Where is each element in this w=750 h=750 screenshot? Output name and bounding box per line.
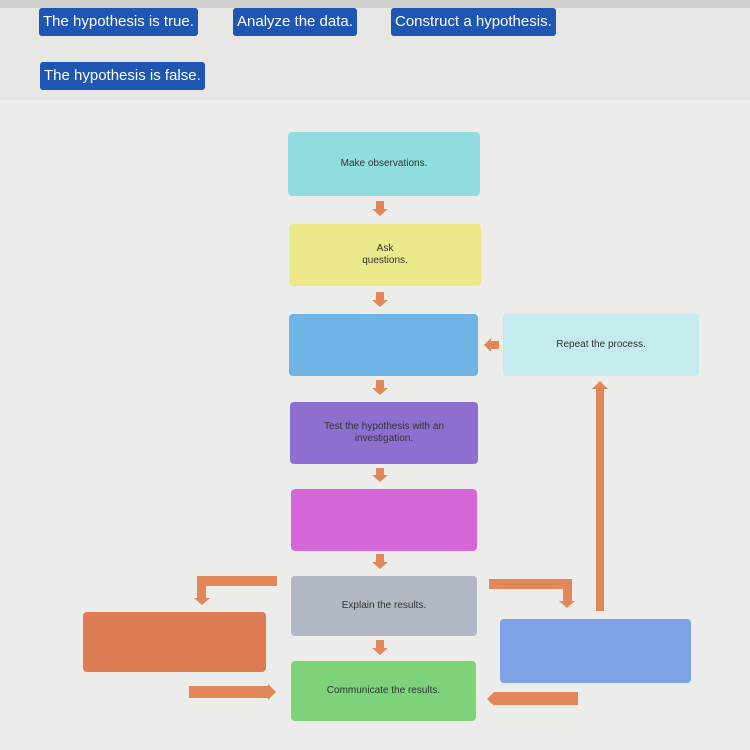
step-explain-results: Explain the results. [291,576,477,636]
arrow-down-head-icon [372,648,388,655]
arrow-down-head-icon [372,562,388,569]
step-test-hypothesis: Test the hypothesis with an investigatio… [290,402,478,464]
step-label: Test the hypothesis with an investigatio… [323,421,445,444]
step-make-observations: Make observations. [288,132,480,196]
elbow-arrow-left-vertical-icon [197,576,206,598]
arrow-left-shaft-icon [494,692,578,705]
answer-chip-construct-hypothesis[interactable]: Construct a hypothesis. [391,8,556,36]
arrow-up-icon [592,381,608,389]
arrow-left-shaft-icon [491,341,499,349]
elbow-arrow-right-vertical-icon [563,579,572,601]
arrow-left-icon [487,692,494,706]
answer-chip-hypothesis-true[interactable]: The hypothesis is true. [39,8,198,36]
arrow-down-head-icon [559,601,575,608]
step-label: Explain the results. [341,600,427,611]
arrow-right-icon [268,684,276,700]
step-label: Ask questions. [362,243,408,266]
top-band [0,0,750,8]
step-label: Communicate the results. [326,685,441,696]
drop-target-true[interactable] [500,619,691,683]
step-label: Repeat the process. [556,339,646,350]
drop-target-analyze[interactable] [291,489,477,551]
drop-target-hypothesis[interactable] [289,314,478,376]
step-ask-questions: Ask questions. [289,224,481,286]
arrow-left-icon [484,338,491,352]
step-repeat-process: Repeat the process. [503,314,699,376]
step-communicate-results: Communicate the results. [291,661,476,721]
elbow-arrow-left-icon [197,576,277,586]
arrow-down-icon [376,468,384,475]
answer-chip-analyze-data[interactable]: Analyze the data. [233,8,357,36]
arrow-down-icon [376,380,384,388]
arrow-down-icon [376,201,384,209]
answer-chip-hypothesis-false[interactable]: The hypothesis is false. [40,62,205,90]
arrow-right-shaft-icon [189,686,268,698]
arrow-down-icon [376,640,384,648]
elbow-arrow-right-icon [489,579,572,589]
arrow-down-head-icon [372,209,388,216]
arrow-up-shaft-icon [596,389,604,611]
arrow-down-head-icon [372,388,388,395]
arrow-down-head-icon [372,475,388,482]
arrow-down-head-icon [372,300,388,307]
arrow-down-icon [376,292,384,300]
arrow-down-icon [376,554,384,562]
arrow-down-head-icon [194,598,210,605]
step-label: Make observations. [340,158,428,169]
drop-target-false[interactable] [83,612,266,672]
